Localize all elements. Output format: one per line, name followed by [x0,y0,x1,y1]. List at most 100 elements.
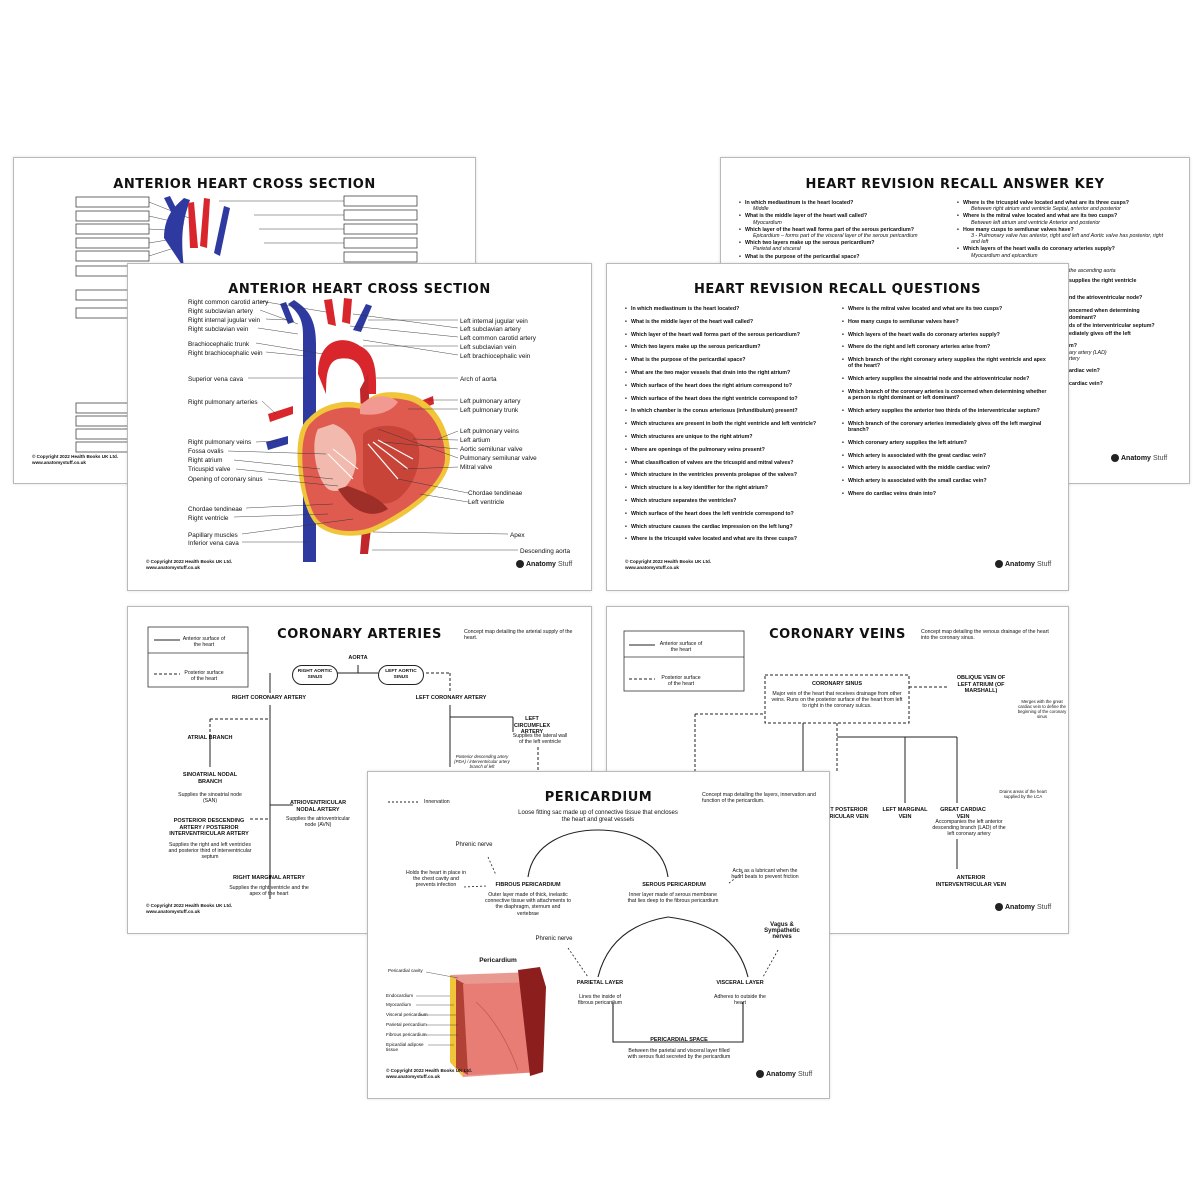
heart-label: Right subclavian vein [188,326,249,333]
pericardium-top-desc: Loose fitting sac made up of connective … [518,810,678,824]
answer-key-question: Which two layers make up the serous peri… [745,240,875,247]
fibrous-note: Holds the heart in place in the chest ca… [406,870,466,889]
brand-icon [756,1070,764,1078]
heart-label: Descending aorta [520,548,571,555]
answer-key-fragment: ardiac vein? [1069,368,1100,374]
question-item: Which artery supplies the anterior two t… [842,408,1047,414]
fibrous-pericardium-node: FIBROUS PERICARDIUM [495,882,561,888]
answer-key-item: How many cusps to semilunar valves have?… [957,227,1172,246]
phrenic-nerve-label-2: Phrenic nerve [535,936,573,942]
answer-key-item: Where is the mitral valve located and wh… [957,213,1172,225]
question-item: Which structures are present in both the… [625,421,840,427]
pericardium-layer-label: Epicardial adipose tissue [386,1042,424,1052]
sheet-intro: Concept map detailing the layers, innerv… [702,792,816,805]
heart-label: Aortic semilunar valve [460,446,523,453]
answer-key-fragment: m? [1069,343,1077,349]
brand-icon [995,560,1003,568]
veins-concept-lines [623,630,958,869]
vagus-sympathetic-label: Vagus & Sympathetic nerves [764,922,800,941]
heart-label: Mitral valve [460,464,493,471]
answer-key-answer: Between right atrium and ventricle Septa… [971,206,1121,213]
answer-key-question: What is the purpose of the pericardial s… [745,253,860,260]
answer-key-item: Where is the tricuspid valve located and… [957,200,1172,212]
answer-key-fragment: supplies the right ventricle [1069,278,1137,284]
sheet-title: ANTERIOR HEART CROSS SECTION [228,282,491,297]
pericardium-layer-label: Visceral pericardium [386,1012,428,1017]
serous-note: Acts as a lubricant when the heart beats… [731,868,799,881]
aorta-node: AORTA [348,655,368,661]
heart-label: Left subclavian vein [460,344,517,351]
brand-stuff: Stuff [1152,454,1168,462]
brand-anatomy: Anatomy [526,560,556,568]
pericardium-layer-label: Pericardial cavity [388,968,423,973]
question-item: What is the middle layer of the heart wa… [625,319,840,325]
question-item: Where is the mitral valve located and wh… [842,306,1047,312]
brand-stuff: Stuff [1036,560,1052,568]
question-item: Which structures are unique to the right… [625,434,840,440]
heart-label: Left common carotid artery [460,335,537,342]
copyright: © Copyright 2022 Health Books UK Ltd.www… [146,559,232,570]
question-item: Which artery is associated with the midd… [842,465,1047,471]
heart-label: Left subclavian artery [460,326,521,333]
pericardium-layer-label: Parietal pericardium [386,1022,427,1027]
answer-key-fragment: nd the atrioventricular node? [1069,295,1143,301]
answer-key-answer: Myocardium and epicardium [971,252,1038,259]
blank-label-boxes [75,195,418,453]
answer-key-answer: 3 - Pulmonary valve has anterior, right … [971,233,1164,246]
answer-key-answer: Parietal and visceral [753,246,801,253]
question-item: What classification of valves are the tr… [625,460,840,466]
heart-label: Inferior vena cava [188,540,239,547]
heart-label: Brachiocephalic trunk [188,341,250,348]
question-item: Which branch of the right coronary arter… [842,357,1047,369]
answer-key-answer: Myocardium [753,219,782,226]
pericardium-diagram-title: Pericardium [479,957,517,964]
question-item: Where do cardiac veins drain into? [842,491,1047,497]
posterior-descending-desc: Supplies the right and left ventricles a… [168,842,252,861]
sheet-intro: Concept map detailing the venous drainag… [921,629,1049,642]
pericardium-layer-label: Myocardium [386,1002,412,1007]
question-item: Which branch of the coronary arteries im… [842,421,1047,433]
sheet-revision-questions: HEART REVISION RECALL QUESTIONS In which… [606,263,1069,591]
answer-key-fragment: cardiac vein? [1069,381,1103,387]
question-item: Which layer of the heart wall forms part… [625,332,840,338]
copyright: © Copyright 2022 Health Books UK Ltd.www… [146,903,232,914]
heart-label: Left internal jugular vein [460,318,528,325]
arteries-concept-lines [147,626,539,899]
question-item: Which structure causes the cardiac impre… [625,524,840,530]
heart-label: Left pulmonary artery [460,398,521,405]
question-item: Which two layers make up the serous peri… [625,344,840,350]
copyright: © Copyright 2022 Health Books UK Ltd.www… [32,454,118,465]
atrial-branch-node: ATRIAL BRANCH [187,735,233,741]
sheet-title: CORONARY VEINS [769,627,906,642]
brand-icon [995,903,1003,911]
anterior-interventricular-vein-node: ANTERIOR INTERVENTRICULAR VEIN [935,875,1007,888]
coronary-sinus-desc: Major vein of the heart that receives dr… [771,691,903,710]
question-item: Which artery supplies the sinoatrial nod… [842,376,1047,382]
heart-label: Left ventricle [468,499,505,506]
copyright-url: www.anatomystuff.co.uk [146,908,200,914]
legend-anterior: Anterior surface of the heart [182,636,226,649]
pericardial-space-desc: Between the parietal and visceral layer … [627,1048,731,1061]
legend-posterior: Posterior surface of the heart [661,675,701,688]
brand-stuff: Stuff [1036,903,1052,911]
answer-key-question: Which layer of the heart wall forms part… [745,226,914,233]
answer-key-answer: Middle [753,206,769,213]
answer-key-fragment: ds of the interventricular septum? [1069,323,1155,329]
left-circumflex-node: LEFT CIRCUMFLEX ARTERY [513,716,551,735]
question-item: How many cusps to semilunar valves have? [842,319,1047,325]
heart-label: Right subclavian artery [188,308,254,315]
coronary-sinus-node: CORONARY SINUS [811,681,863,687]
posterior-descending-artery-node: POSTERIOR DESCENDING ARTERY / POSTERIOR … [169,818,249,837]
answer-key-item: Which two layers make up the serous peri… [739,240,954,252]
legend-posterior: Posterior surface of the heart [184,670,224,683]
copyright-line: © Copyright 2022 Health Books UK Ltd. [32,454,119,459]
question-item: Which layers of the heart walls do coron… [842,332,1047,338]
parietal-layer-node: PARIETAL LAYER [576,980,624,986]
sinoatrial-desc: Supplies the sinoatrial node (SAN) [178,792,242,805]
heart-label: Tricuspid valve [188,466,231,473]
great-cardiac-vein-desc: Accompanies the left anterior descending… [932,819,1006,838]
brand-stuff: Stuff [797,1070,813,1078]
great-cardiac-vein-node: GREAT CARDIAC VEIN [940,807,986,820]
right-aortic-sinus-node: RIGHT AORTIC SINUS [292,665,338,685]
